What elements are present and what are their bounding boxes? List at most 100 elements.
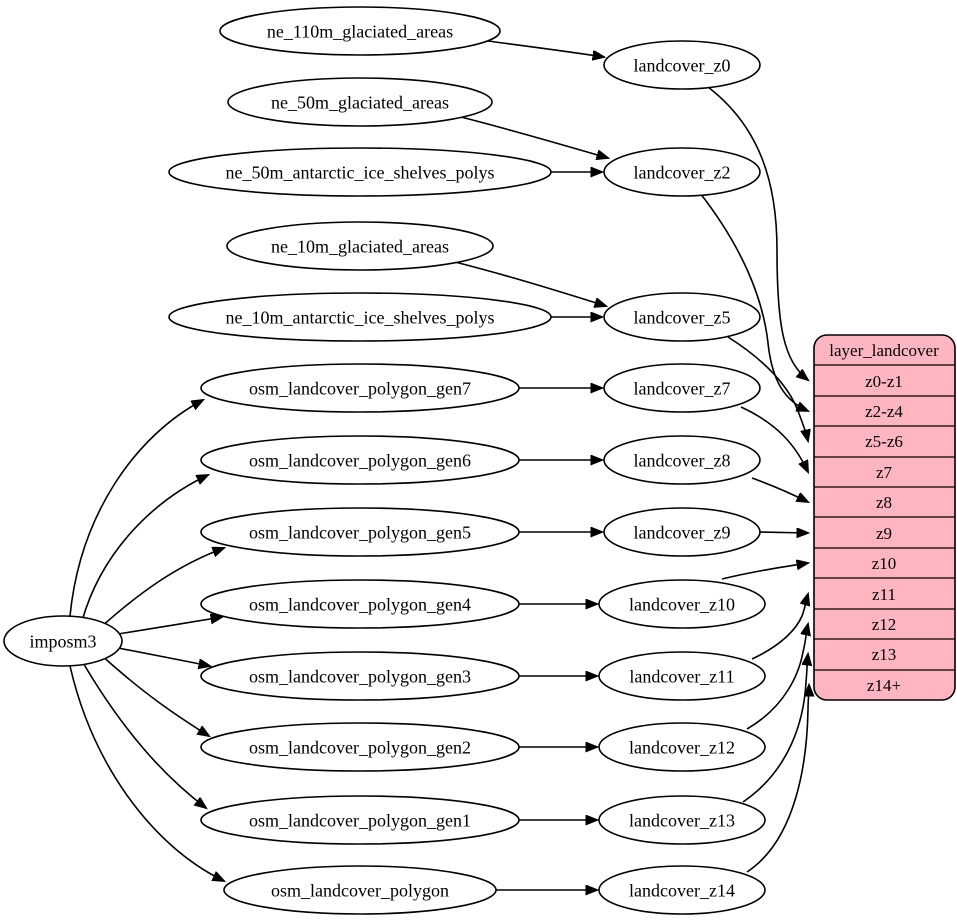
node-osm-landcover-polygon-gen7: osm_landcover_polygon_gen7 [200, 363, 520, 413]
edge-landcover-z9-to-row-z9 [759, 532, 808, 533]
node-landcover-z8-label: landcover_z8 [634, 450, 731, 470]
node-landcover-z10-label: landcover_z10 [629, 594, 735, 614]
node-ne-10m-antarctic-ice-shelves-polys: ne_10m_antarctic_ice_shelves_polys [168, 292, 552, 342]
node-osm-landcover-polygon-gen2-shape [200, 722, 520, 772]
node-landcover-z5-shape [603, 292, 761, 342]
node-osm-landcover-polygon-gen4-shape [200, 579, 520, 629]
node-osm-landcover-polygon-gen4: osm_landcover_polygon_gen4 [200, 579, 520, 629]
node-osm-landcover-polygon-gen6-shape [200, 435, 520, 485]
node-landcover-z9-shape [603, 507, 761, 557]
edge-landcover-z0-to-row-z0-z1 [707, 86, 808, 380]
node-landcover-z10: landcover_z10 [598, 579, 766, 629]
node-ne-10m-glaciated-areas-shape [226, 221, 494, 271]
node-ne-10m-antarctic-ice-shelves-polys-shape [168, 292, 552, 342]
table-row-z8: z8 [876, 493, 892, 512]
node-ne-110m-glaciated-areas-label: ne_110m_glaciated_areas [267, 21, 453, 41]
node-ne-10m-glaciated-areas-label: ne_10m_glaciated_areas [271, 236, 449, 256]
edge-imposm3-to-osm-landcover-polygon-gen1 [81, 660, 206, 808]
node-ne-50m-antarctic-ice-shelves-polys: ne_50m_antarctic_ice_shelves_polys [168, 147, 552, 197]
table-row-z12: z12 [872, 615, 897, 634]
table-row-z0-z1: z0-z1 [865, 372, 903, 391]
node-landcover-z11: landcover_z11 [598, 651, 766, 701]
edge-landcover-z7-to-row-z7 [740, 406, 808, 472]
node-osm-landcover-polygon: osm_landcover_polygon [223, 865, 497, 915]
node-osm-landcover-polygon-gen4-label: osm_landcover_polygon_gen4 [249, 594, 471, 614]
node-osm-landcover-polygon-gen1-shape [200, 795, 520, 845]
node-osm-landcover-polygon-gen3-label: osm_landcover_polygon_gen3 [249, 666, 471, 686]
node-landcover-z14-shape [598, 865, 766, 915]
edge-ne-10m-glaciated-areas-to-landcover-z5 [454, 261, 606, 306]
edge-landcover-z8-to-row-z8 [751, 477, 808, 502]
node-osm-landcover-polygon-gen7-label: osm_landcover_polygon_gen7 [249, 378, 471, 398]
node-osm-landcover-polygon-gen3-shape [200, 651, 520, 701]
node-ne-10m-glaciated-areas: ne_10m_glaciated_areas [226, 221, 494, 271]
table-row-z11: z11 [872, 585, 896, 604]
edge-landcover-z14-to-row-z14plus [746, 685, 809, 873]
edge-landcover-z5-to-row-z5-z6 [727, 336, 808, 441]
table-layer-landcover-title: layer_landcover [829, 341, 939, 360]
node-osm-landcover-polygon-shape [223, 865, 497, 915]
node-landcover-z5: landcover_z5 [603, 292, 761, 342]
node-imposm3-label: imposm3 [29, 631, 96, 651]
node-osm-landcover-polygon-gen2-label: osm_landcover_polygon_gen2 [249, 737, 471, 757]
node-ne-110m-glaciated-areas: ne_110m_glaciated_areas [219, 6, 501, 56]
node-ne-10m-antarctic-ice-shelves-polys-label: ne_10m_antarctic_ice_shelves_polys [226, 307, 495, 327]
node-landcover-z7-shape [603, 363, 761, 413]
node-ne-50m-glaciated-areas-label: ne_50m_glaciated_areas [271, 92, 449, 112]
table-row-z7: z7 [876, 463, 893, 482]
table-row-z2-z4: z2-z4 [865, 402, 903, 421]
node-osm-landcover-polygon-gen5: osm_landcover_polygon_gen5 [200, 507, 520, 557]
node-osm-landcover-polygon-gen2: osm_landcover_polygon_gen2 [200, 722, 520, 772]
node-landcover-z13-shape [598, 795, 766, 845]
table-row-z10: z10 [872, 554, 897, 573]
edge-imposm3-to-osm-landcover-polygon-gen7 [69, 400, 203, 617]
node-osm-landcover-polygon-gen5-shape [200, 507, 520, 557]
table-row-z5-z6: z5-z6 [865, 432, 903, 451]
edge-imposm3-to-osm-landcover-polygon-gen2 [99, 653, 209, 736]
node-landcover-z9-label: landcover_z9 [634, 522, 731, 542]
node-landcover-z7-label: landcover_z7 [634, 378, 731, 398]
node-landcover-z14-label: landcover_z14 [629, 880, 735, 900]
node-landcover-z7: landcover_z7 [603, 363, 761, 413]
edge-landcover-z11-to-row-z11 [751, 594, 808, 660]
node-ne-50m-antarctic-ice-shelves-polys-shape [168, 147, 552, 197]
node-osm-landcover-polygon-gen3: osm_landcover_polygon_gen3 [200, 651, 520, 701]
node-landcover-z11-shape [598, 651, 766, 701]
node-osm-landcover-polygon-gen5-label: osm_landcover_polygon_gen5 [249, 522, 471, 542]
node-landcover-z12: landcover_z12 [598, 722, 766, 772]
node-landcover-z8: landcover_z8 [603, 435, 761, 485]
node-ne-50m-glaciated-areas-shape [227, 77, 493, 127]
node-osm-landcover-polygon-gen1: osm_landcover_polygon_gen1 [200, 795, 520, 845]
table-row-z14plus: z14+ [867, 676, 901, 695]
edge-imposm3-to-osm-landcover-polygon-gen5 [99, 548, 224, 629]
edge-imposm3-to-osm-landcover-polygon-gen3 [117, 647, 210, 666]
node-landcover-z13: landcover_z13 [598, 795, 766, 845]
edge-imposm3-to-osm-landcover-polygon-gen4 [117, 617, 222, 635]
node-ne-50m-glaciated-areas: ne_50m_glaciated_areas [227, 77, 493, 127]
node-landcover-z0: landcover_z0 [603, 40, 761, 90]
table-layer-landcover: layer_landcover z0-z1 z2-z4 z5-z6 z7 z8 … [813, 334, 956, 701]
node-osm-landcover-polygon-gen1-label: osm_landcover_polygon_gen1 [249, 810, 471, 830]
node-ne-110m-glaciated-areas-shape [219, 6, 501, 56]
node-landcover-z2-shape [603, 147, 761, 197]
node-landcover-z2-label: landcover_z2 [634, 162, 731, 182]
node-landcover-z11-label: landcover_z11 [629, 666, 734, 686]
node-landcover-z13-label: landcover_z13 [629, 810, 735, 830]
node-osm-landcover-polygon-gen6: osm_landcover_polygon_gen6 [200, 435, 520, 485]
node-osm-landcover-polygon-gen6-label: osm_landcover_polygon_gen6 [249, 450, 471, 470]
node-landcover-z10-shape [598, 579, 766, 629]
node-imposm3: imposm3 [3, 615, 123, 667]
node-landcover-z9: landcover_z9 [603, 507, 761, 557]
node-osm-landcover-polygon-label: osm_landcover_polygon [271, 880, 449, 900]
edge-ne-110m-glaciated-areas-to-landcover-z0 [487, 40, 604, 57]
edge-landcover-z10-to-row-z10 [721, 563, 808, 580]
node-osm-landcover-polygon-gen7-shape [200, 363, 520, 413]
edge-ne-50m-glaciated-areas-to-landcover-z2 [460, 116, 608, 158]
node-ne-50m-antarctic-ice-shelves-polys-label: ne_50m_antarctic_ice_shelves_polys [226, 162, 495, 182]
edge-imposm3-to-osm-landcover-polygon-gen6 [81, 475, 208, 622]
node-landcover-z14: landcover_z14 [598, 865, 766, 915]
node-imposm3-shape [3, 615, 123, 667]
edge-landcover-z2-to-row-z2-z4 [699, 192, 808, 411]
